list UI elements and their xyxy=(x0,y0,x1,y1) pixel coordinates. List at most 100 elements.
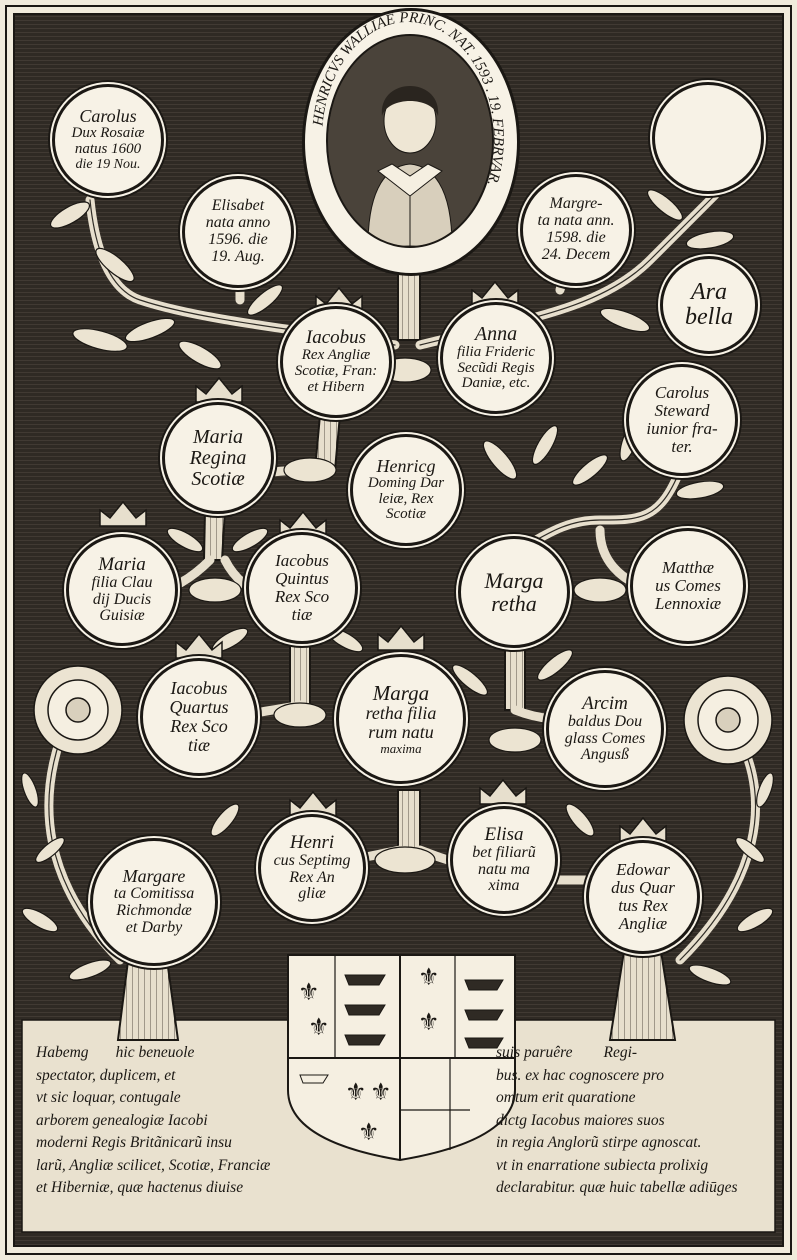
medallion-line: retha filia xyxy=(365,703,437,724)
caption-line: declarabitur. quæ huic tabellæ adiūges xyxy=(496,1179,738,1196)
medallion-arabella: Ara bella xyxy=(660,256,758,354)
medallion-line: die 19 Nou. xyxy=(75,156,141,172)
medallion-line: Rex Sco xyxy=(170,716,228,736)
medallion-elisabet: Elisabet nata anno 1596. die 19. Aug. xyxy=(182,176,294,288)
medallion-margaretha: Marga retha xyxy=(458,536,570,648)
medallion-line: maxima xyxy=(380,741,422,757)
medallion-line: ter. xyxy=(671,436,693,456)
caption-line: larũ, Angliæ scilicet, Scotiæ, Franciæ xyxy=(36,1156,271,1174)
crown-icon xyxy=(377,624,425,651)
tudor-rose-left xyxy=(33,665,123,755)
leaves xyxy=(21,189,774,986)
medallion-line: Doming Dar xyxy=(367,474,445,491)
crown-icon xyxy=(195,376,243,403)
medallion-line: Scotiæ xyxy=(191,467,245,490)
medallion-line: xima xyxy=(488,877,520,895)
medallion-line: cus Septimg xyxy=(273,851,351,869)
medallion-line: Rex Angliæ xyxy=(301,347,371,364)
medallion-line: Maria xyxy=(98,553,146,575)
medallion-elisabet-filia: Elisa bet filiarũ natu ma xima xyxy=(450,806,558,914)
fleur-de-lis-charges: ⚜⚜ ⚜⚜⚜ ⚜⚜ xyxy=(298,963,440,1146)
crown-icon xyxy=(479,778,527,805)
medallion-line: Lennoxiæ xyxy=(654,593,722,613)
caption-left-column: Habemg hic beneuole spectator, duplicem,… xyxy=(36,1042,270,1200)
medallion-line: Margre- xyxy=(549,195,603,213)
medallion-line: Scotiæ xyxy=(386,506,426,523)
medallion-line: Iacobus xyxy=(275,551,329,571)
medallion-line: 19. Aug. xyxy=(211,247,265,265)
medallion-line: Quartus xyxy=(169,697,229,718)
crown-icon xyxy=(471,280,519,307)
crown-icon xyxy=(619,816,667,843)
medallion-line: Iacobus xyxy=(305,327,367,349)
medallion-henricus-darleiae: Henricg Doming Dar leiæ, Rex Scotiæ xyxy=(350,434,462,546)
medallion-line: Secũdi Regis xyxy=(457,359,535,376)
medallion-carolus-rosaiae: Carolus Dux Rosaiæ natus 1600 die 19 Nou… xyxy=(52,84,164,196)
medallion-line: Angusß xyxy=(581,746,629,764)
medallion-arcimbaldus: Arcim baldus Dou glass Comes Angusß xyxy=(546,670,664,788)
medallion-line: dij Ducis xyxy=(92,590,152,608)
medallion-margreta: Margre- ta nata ann. 1598. die 24. Decem xyxy=(520,174,632,286)
medallion-line: Arcim xyxy=(582,692,628,714)
medallion-line: baldus Dou xyxy=(567,712,643,730)
medallion-line: Maria xyxy=(193,425,243,448)
medallion-line: 24. Decem xyxy=(541,245,611,263)
medallion-line: natu ma xyxy=(478,860,530,878)
medallion-line: glass Comes xyxy=(564,729,646,747)
caption-line: et Hiberniæ, quæ hactenus diuise xyxy=(36,1179,244,1196)
medallion-line: tiæ xyxy=(187,734,210,755)
medallion-line: tus Rex xyxy=(618,896,668,915)
caption-line: dictg Iacobus maiores suos xyxy=(496,1111,665,1129)
crown-icon xyxy=(99,500,147,527)
caption-line: bus. ex hac cognoscere pro xyxy=(496,1066,665,1084)
medallion-line: Quintus xyxy=(275,569,329,589)
medallion-carolus-steward: Carolus Steward iunior fra- ter. xyxy=(626,364,738,476)
medallion-edowardus: Edowar dus Quar tus Rex Angliæ xyxy=(586,840,700,954)
medallion-line: Guisiæ xyxy=(99,607,145,625)
svg-text:⚜: ⚜ xyxy=(358,1118,380,1146)
svg-text:⚜: ⚜ xyxy=(370,1078,392,1106)
svg-text:⚜: ⚜ xyxy=(418,1008,440,1036)
medallion-line: Elisabet xyxy=(211,197,265,215)
medallion-line: dus Quar xyxy=(611,878,675,898)
medallion-line: leiæ, Rex xyxy=(378,490,434,507)
medallion-line: Angliæ xyxy=(618,913,668,933)
medallion-line: retha xyxy=(491,591,537,616)
medallion-line: Daniæ, etc. xyxy=(461,375,531,392)
svg-text:⚜: ⚜ xyxy=(345,1078,367,1106)
medallion-line: ta Comitissa xyxy=(113,885,195,903)
medallion-line: filia Clau xyxy=(91,573,153,591)
medallion-line: Steward xyxy=(654,401,710,421)
lion-charges xyxy=(299,974,504,1084)
caption-line: vt in enarratione subiecta prolixig xyxy=(496,1156,709,1174)
medallion-line: tiæ xyxy=(291,604,313,624)
medallion-line: us Comes xyxy=(655,576,721,596)
crown-icon xyxy=(289,790,337,817)
medallion-anna: Anna filia Frideric Secũdi Regis Daniæ, … xyxy=(440,302,552,414)
portrait-henry-prince-of-wales xyxy=(326,34,494,248)
medallion-line: Henri xyxy=(289,831,335,853)
caption-line: arborem genealogiæ Iacobi xyxy=(36,1111,208,1129)
medallion-line: Elisa xyxy=(484,823,524,845)
medallion-line: Anna xyxy=(474,322,518,345)
caption-line: suis paruêre Regi- xyxy=(496,1044,638,1061)
medallion-line: Rex Sco xyxy=(274,587,330,606)
medallion-empty xyxy=(652,82,764,194)
medallion-line: filia Frideric xyxy=(457,343,535,360)
caption-line: vt sic loquar, contugale xyxy=(36,1089,181,1106)
medallion-maria-regina: Maria Regina Scotiæ xyxy=(162,402,274,514)
medallion-line: et Hibern xyxy=(307,378,365,395)
crown-icon xyxy=(279,510,327,537)
medallion-line: iunior fra- xyxy=(646,419,718,438)
coat-of-arms xyxy=(287,954,516,1162)
medallion-line: 1598. die xyxy=(546,229,606,246)
medallion-line: Ara xyxy=(691,278,727,305)
svg-text:⚜: ⚜ xyxy=(308,1013,330,1041)
tudor-rose-right xyxy=(683,675,773,765)
medallion-iacobus-rex: Iacobus Rex Angliæ Scotiæ, Fran: et Hibe… xyxy=(280,306,392,418)
medallion-maria-filia: Maria filia Clau dij Ducis Guisiæ xyxy=(66,534,178,646)
medallion-line: Dux Rosaiæ xyxy=(71,125,145,142)
caption-line: in regia Anglorũ stirpe agnoscat. xyxy=(496,1134,702,1151)
caption-right-column: suis paruêre Regi- bus. ex hac cognoscer… xyxy=(496,1042,738,1200)
